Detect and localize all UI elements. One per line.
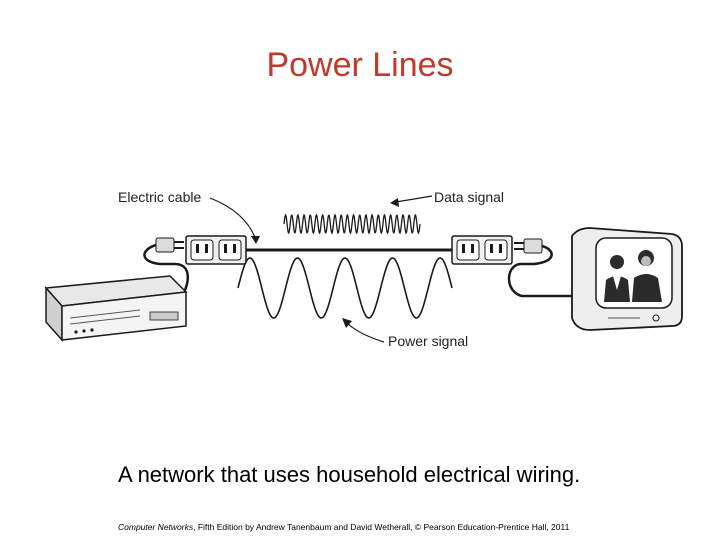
vcr-device: [44, 275, 188, 342]
electric-cable-label: Electric cable: [118, 189, 201, 205]
right-wall-outlet: [451, 235, 513, 265]
data-signal-arrow: [395, 195, 433, 203]
slide-title: Power Lines: [266, 46, 454, 84]
tv-power-cord: [507, 244, 584, 298]
data-signal-wave: [283, 213, 421, 235]
data-signal-label: Data signal: [434, 189, 504, 205]
copyright-credit: Computer Networks, Fifth Edition by Andr…: [118, 522, 569, 532]
power-signal-arrow: [345, 321, 385, 343]
credit-details: , Fifth Edition by Andrew Tanenbaum and …: [193, 522, 570, 532]
credit-book-title: Computer Networks: [118, 522, 194, 532]
tv-screen-people-image: [604, 250, 662, 302]
power-signal-wave: [237, 257, 453, 319]
figure-caption: A network that uses household electrical…: [118, 462, 581, 487]
power-signal-label: Power signal: [388, 333, 468, 349]
left-power-plug: [155, 237, 184, 253]
tv-device: [571, 227, 683, 331]
left-wall-outlet: [185, 235, 247, 265]
vcr-power-cord: [143, 243, 189, 301]
electric-cable-arrow: [209, 197, 257, 241]
right-power-plug: [514, 238, 543, 254]
